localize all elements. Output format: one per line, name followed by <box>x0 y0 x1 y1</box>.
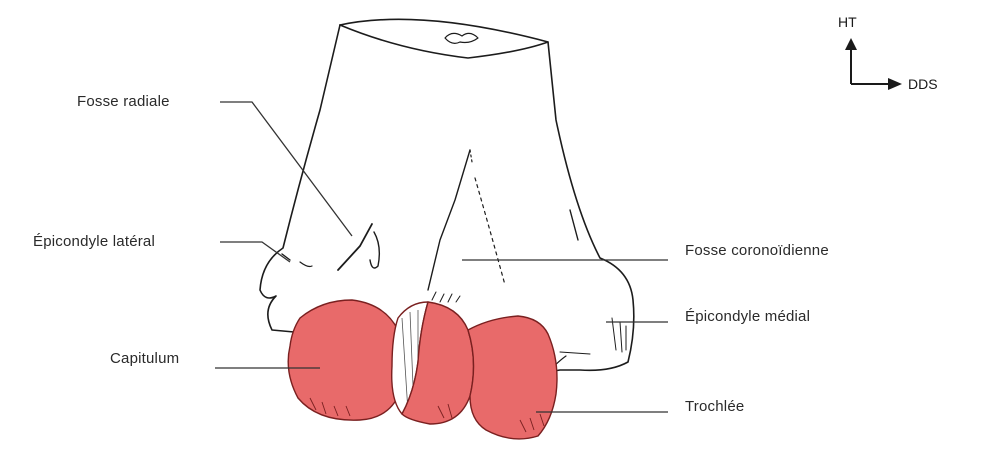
leader-fosse-radiale <box>220 102 352 236</box>
label-fosse-coronoidienne: Fosse coronoïdienne <box>685 242 829 259</box>
orientation-axes <box>845 38 902 90</box>
axis-label-right: DDS <box>908 76 938 92</box>
label-trochlee: Trochlée <box>685 398 744 415</box>
axis-label-up: HT <box>838 14 857 30</box>
label-epicondyle-medial: Épicondyle médial <box>685 308 810 325</box>
articular-surfaces <box>288 300 557 439</box>
label-capitulum: Capitulum <box>110 350 179 367</box>
trochlea-medial <box>468 316 557 439</box>
capitulum-shape <box>288 300 404 420</box>
label-fosse-radiale: Fosse radiale <box>77 93 170 110</box>
label-epicondyle-lateral: Épicondyle latéral <box>33 233 155 250</box>
